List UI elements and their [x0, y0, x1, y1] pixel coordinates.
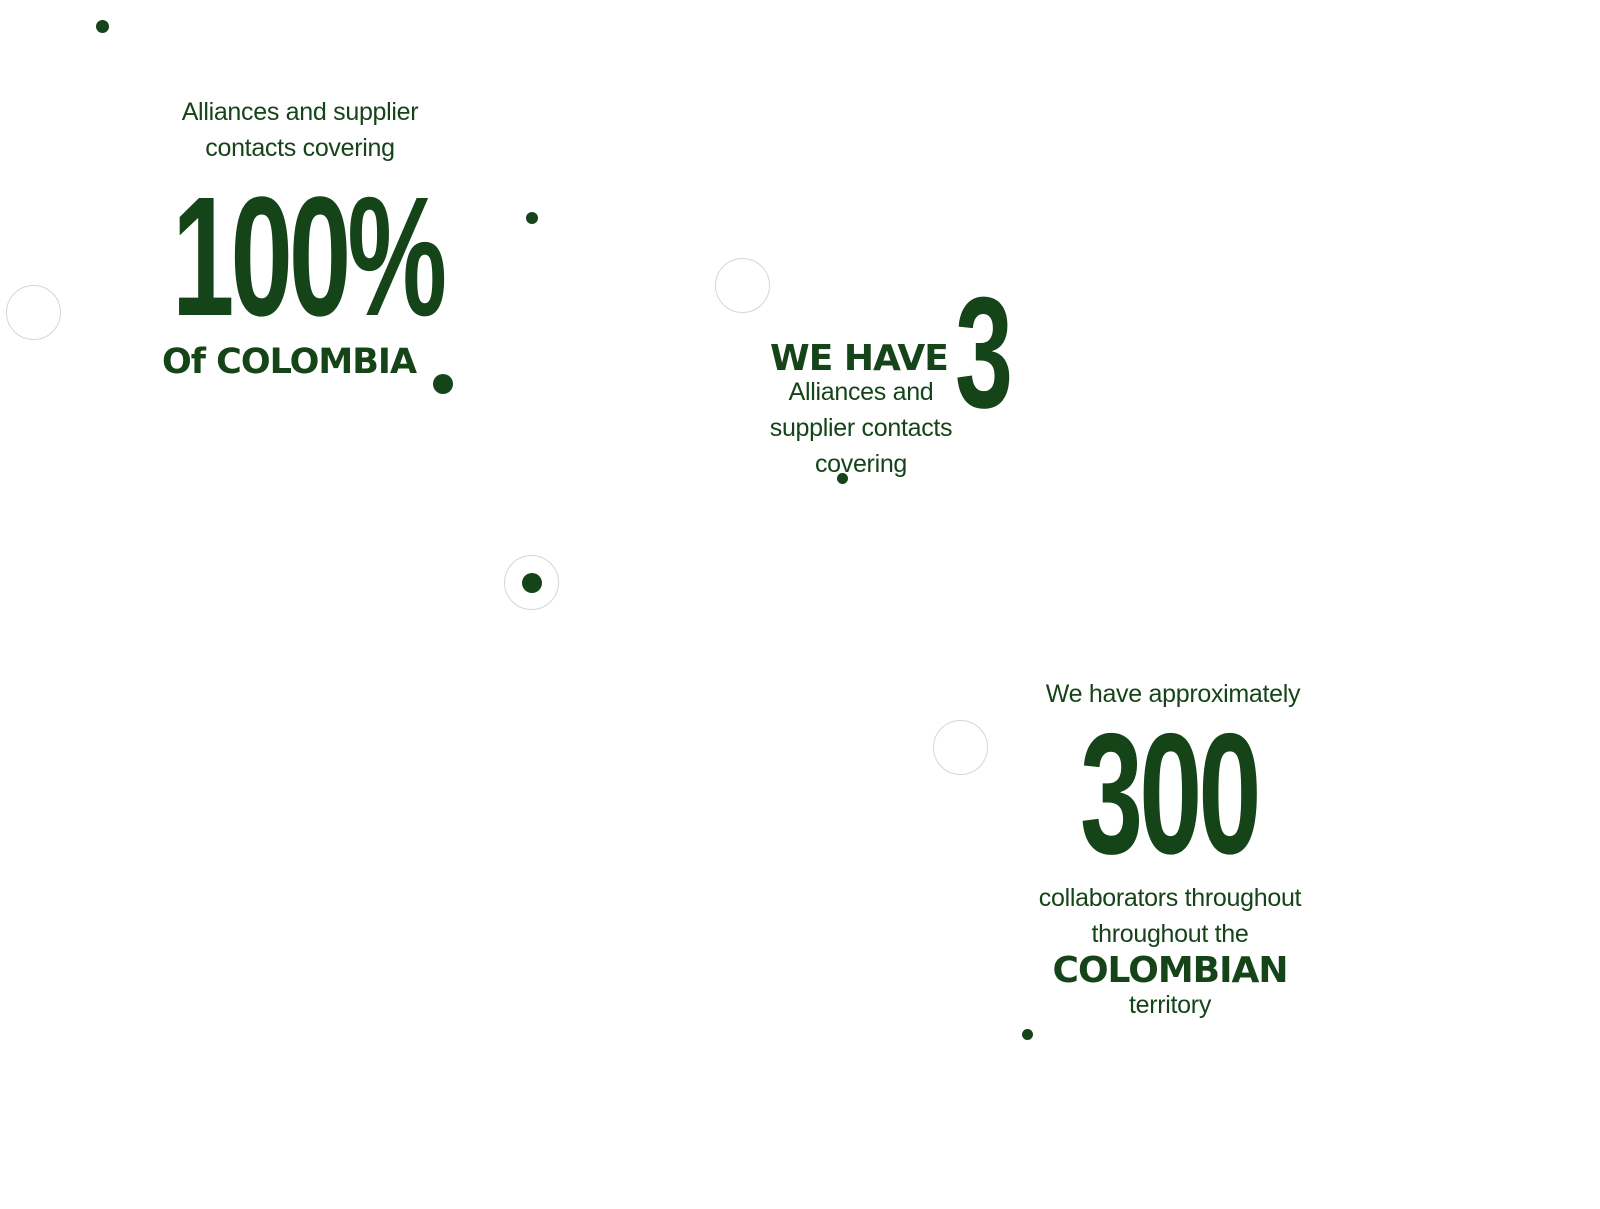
collaborators-territory: territory — [1128, 991, 1212, 1019]
alliances-description: Alliances and supplier contacts covering — [751, 374, 971, 482]
collaborators-description-line-1: collaborators throughout — [1038, 884, 1302, 912]
decorative-dot — [526, 212, 538, 224]
decorative-dot — [96, 20, 109, 33]
alliances-description-line-3: covering — [814, 450, 908, 478]
alliances-count: 3 — [955, 265, 1013, 441]
decorative-ring-with-dot — [504, 555, 559, 610]
collaborators-count: 300 — [1080, 698, 1261, 890]
collaborators-description-line-2: throughout the — [1091, 920, 1249, 948]
decorative-ring — [715, 258, 770, 313]
alliances-heading: WE HAVE — [770, 338, 949, 379]
coverage-intro-line-2: contacts covering — [205, 134, 395, 162]
coverage-intro: Alliances and supplier contacts covering — [150, 94, 450, 166]
collaborators-intro: We have approximately — [1045, 680, 1301, 708]
alliances-description-line-1: Alliances and — [788, 378, 934, 406]
decorative-dot — [1022, 1029, 1033, 1040]
collaborators-description: collaborators throughout throughout the — [1020, 880, 1320, 952]
decorative-dot — [433, 374, 453, 394]
decorative-ring — [933, 720, 988, 775]
coverage-tagline: Of COLOMBIA — [162, 342, 417, 382]
coverage-percentage: 100% — [172, 162, 447, 352]
decorative-dot — [837, 473, 848, 484]
ring-center-dot — [521, 572, 542, 593]
alliances-description-line-2: supplier contacts — [769, 414, 953, 442]
coverage-intro-line-1: Alliances and supplier — [181, 98, 419, 126]
collaborators-emphasis: COLOMBIAN — [1052, 950, 1289, 991]
decorative-ring — [6, 285, 61, 340]
